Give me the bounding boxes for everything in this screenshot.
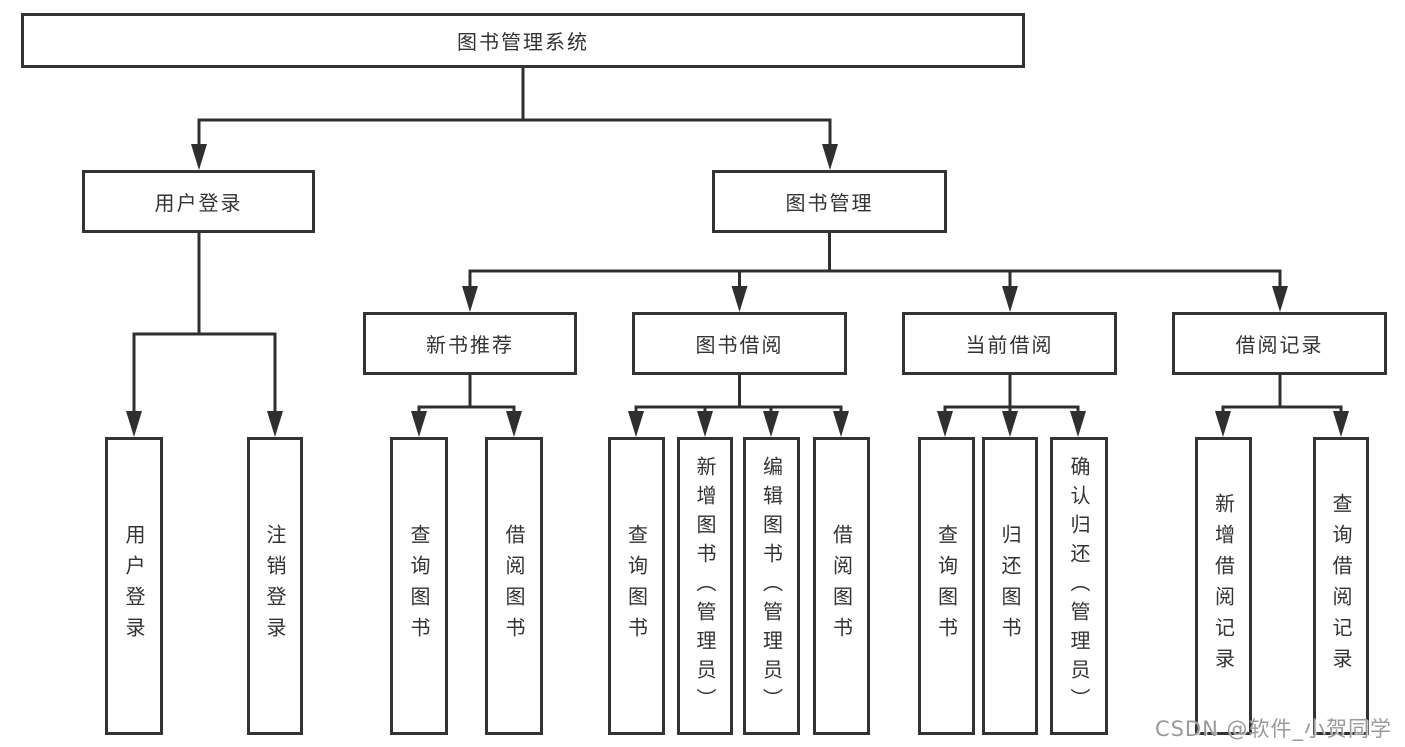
leaf-logout: 注销登录 [247, 437, 303, 735]
node-borrow-records-label: 借阅记录 [1235, 333, 1324, 357]
node-book-management-label: 图书管理 [785, 191, 874, 215]
leaf-return-books-label: 归还图书 [998, 524, 1022, 648]
leaf-confirm-return-admin-label: 确认归还（管理员） [1067, 455, 1091, 717]
leaf-add-borrow-record: 新增借阅记录 [1195, 437, 1252, 735]
leaf-query-borrow-record-label: 查询借阅记录 [1329, 493, 1353, 679]
node-book-borrow: 图书借阅 [632, 312, 847, 375]
node-user-login-label: 用户登录 [154, 191, 243, 215]
node-library-system-label: 图书管理系统 [457, 30, 589, 54]
node-book-borrow-label: 图书借阅 [695, 333, 784, 357]
node-borrow-records: 借阅记录 [1172, 312, 1387, 375]
leaf-borrow-books-recommend-label: 借阅图书 [502, 524, 526, 648]
node-current-borrow: 当前借阅 [902, 312, 1117, 375]
leaf-query-books-current: 查询图书 [918, 437, 975, 735]
leaf-user-login-label: 用户登录 [122, 524, 146, 648]
leaf-confirm-return-admin: 确认归还（管理员） [1050, 437, 1108, 735]
leaf-add-borrow-record-label: 新增借阅记录 [1211, 493, 1236, 679]
node-new-book-recommend-label: 新书推荐 [426, 333, 514, 357]
leaf-edit-books-admin-label: 编辑图书（管理员） [759, 455, 784, 717]
leaf-logout-label: 注销登录 [263, 524, 287, 648]
leaf-query-books-recommend: 查询图书 [390, 437, 448, 735]
leaf-query-books-borrow-label: 查询图书 [624, 524, 649, 648]
node-user-login: 用户登录 [82, 170, 315, 233]
leaf-borrow-books-recommend: 借阅图书 [485, 437, 543, 735]
node-current-borrow-label: 当前借阅 [965, 333, 1054, 357]
node-book-management: 图书管理 [712, 170, 947, 233]
leaf-user-login: 用户登录 [105, 437, 163, 735]
leaf-borrow-books: 借阅图书 [813, 437, 870, 735]
leaf-add-books-admin-label: 新增图书（管理员） [693, 455, 717, 717]
leaf-query-books-borrow: 查询图书 [608, 437, 665, 735]
node-library-system: 图书管理系统 [21, 13, 1025, 68]
leaf-add-books-admin: 新增图书（管理员） [677, 437, 733, 735]
leaf-query-borrow-record: 查询借阅记录 [1313, 437, 1369, 735]
node-new-book-recommend: 新书推荐 [363, 312, 577, 375]
leaf-return-books: 归还图书 [982, 437, 1038, 735]
leaf-edit-books-admin: 编辑图书（管理员） [743, 437, 800, 735]
leaf-borrow-books-label: 借阅图书 [829, 524, 854, 648]
csdn-watermark: CSDN @软件_小贺同学 [1154, 717, 1392, 741]
leaf-query-books-recommend-label: 查询图书 [407, 524, 431, 648]
leaf-query-books-current-label: 查询图书 [934, 524, 959, 648]
